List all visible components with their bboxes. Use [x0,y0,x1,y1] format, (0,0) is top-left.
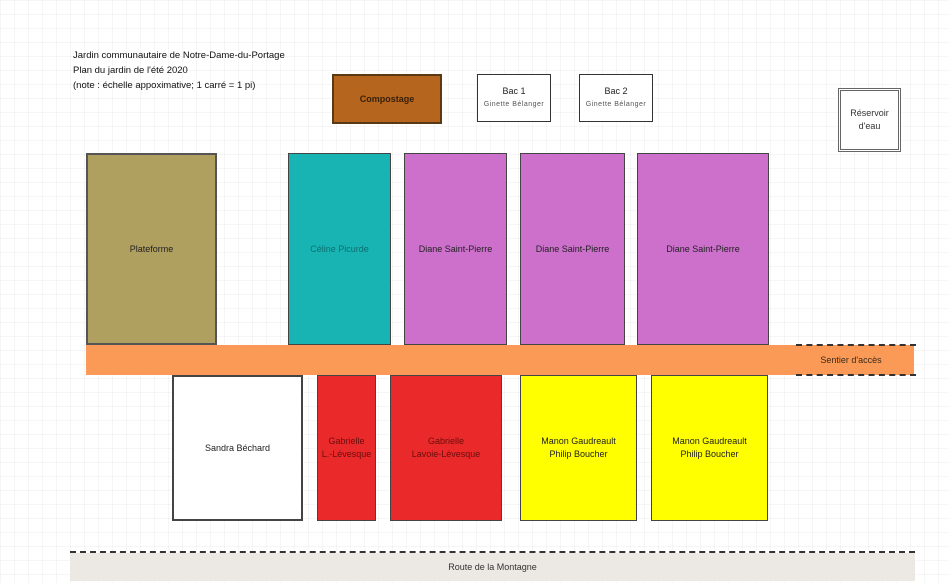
bed-manon-2: Manon Gaudreault Philip Boucher [651,375,768,521]
bac-1: Bac 1 Ginette Bélanger [477,74,551,122]
bed-label-line1: Gabrielle [328,436,365,446]
access-path [86,345,914,375]
bed-gabrielle-2: Gabrielle Lavoie-Lévesque [390,375,502,521]
road-border [70,551,915,553]
road-label: Route de la Montagne [448,562,537,572]
road: Route de la Montagne [70,553,915,581]
bed-label: Diane Saint-Pierre [535,243,610,254]
bed-label-line1: Manon Gaudreault [541,436,616,446]
path-label: Sentier d'accès [820,355,882,365]
bed-label-line2: L.-Lévesque [321,449,372,459]
bac-2-label: Bac 2 [604,86,628,96]
bed-label-line2: Philip Boucher [549,449,608,459]
bac-1-label: Bac 1 [502,86,526,96]
bed-diane-1: Diane Saint-Pierre [404,153,507,345]
bed-gabrielle-1: Gabrielle L.-Lévesque [317,375,376,521]
compost-area: Compostage [332,74,442,124]
bed-diane-3: Diane Saint-Pierre [637,153,769,345]
water-reservoir: Réservoir d'eau [838,88,901,152]
plan-subtitle: Plan du jardin de l'été 2020 [73,65,188,76]
bac-2: Bac 2 Ginette Bélanger [579,74,653,122]
scale-note: (note : échelle appoximative; 1 carré = … [73,80,256,91]
bed-celine: Céline Picurde [288,153,391,345]
bed-label-line1: Manon Gaudreault [672,436,747,446]
bed-sandra: Sandra Béchard [172,375,303,521]
bac-1-owner: Ginette Bélanger [483,101,545,108]
garden-name: Jardin communautaire de Notre-Dame-du-Po… [73,50,285,61]
bed-label: Céline Picurde [310,243,369,254]
compost-label: Compostage [359,93,415,104]
path-border-bottom [796,374,916,376]
bed-label-line2: Philip Boucher [680,449,739,459]
reservoir-label: Réservoir d'eau [850,108,889,131]
bed-label-line2: Lavoie-Lévesque [411,449,481,459]
bed-label: Diane Saint-Pierre [418,243,493,254]
bed-label-line1: Gabrielle [427,436,465,446]
bed-manon-1: Manon Gaudreault Philip Boucher [520,375,637,521]
bac-2-owner: Ginette Bélanger [585,101,647,108]
path-border-top [796,344,916,346]
plan-header: Jardin communautaire de Notre-Dame-du-Po… [73,48,285,93]
bed-label-line1: Sandra Béchard [204,442,271,453]
bed-plateforme: Plateforme [86,153,217,345]
bed-label: Diane Saint-Pierre [666,243,740,254]
bed-label: Plateforme [129,243,174,254]
bed-diane-2: Diane Saint-Pierre [520,153,625,345]
